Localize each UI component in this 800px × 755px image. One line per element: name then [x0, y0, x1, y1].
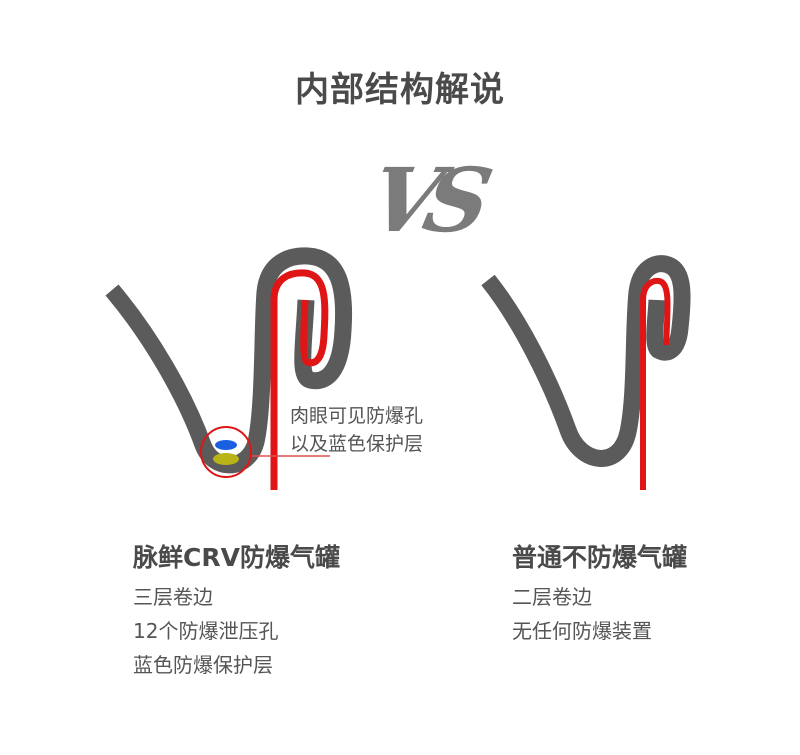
- page-title: 内部结构解说: [295, 70, 505, 110]
- vent-hole-annotation: 肉眼可见防爆孔 以及蓝色保护层: [290, 402, 423, 458]
- normal-can-heading: 普通不防爆气罐: [512, 543, 688, 572]
- crv-can-heading: 脉鲜CRV防爆气罐: [133, 543, 340, 572]
- normal-can-features: 普通不防爆气罐 二层卷边 无任何防爆装置: [512, 538, 687, 648]
- feature-item: 三层卷边: [133, 585, 213, 609]
- crv-can-features: 脉鲜CRV防爆气罐 三层卷边 12个防爆泄压孔 蓝色防爆保护层: [133, 538, 340, 682]
- feature-item: 二层卷边: [512, 585, 592, 609]
- seal-layer-left: [270, 269, 329, 490]
- crv-can-cross-section: [105, 247, 353, 490]
- seal-layer-right: [640, 277, 671, 490]
- highlight-circle: [200, 426, 252, 478]
- feature-item: 无任何防爆装置: [512, 619, 652, 643]
- annotation-line-2: 以及蓝色保护层: [290, 433, 424, 455]
- vent-hole: [213, 453, 239, 465]
- blue-protective-layer: [215, 440, 237, 450]
- annotation-line-1: 肉眼可见防爆孔: [290, 405, 424, 427]
- feature-item: 12个防爆泄压孔: [133, 619, 279, 643]
- feature-item: 蓝色防爆保护层: [133, 653, 273, 677]
- metal-edge-right: [481, 255, 691, 467]
- normal-can-cross-section: [481, 255, 691, 490]
